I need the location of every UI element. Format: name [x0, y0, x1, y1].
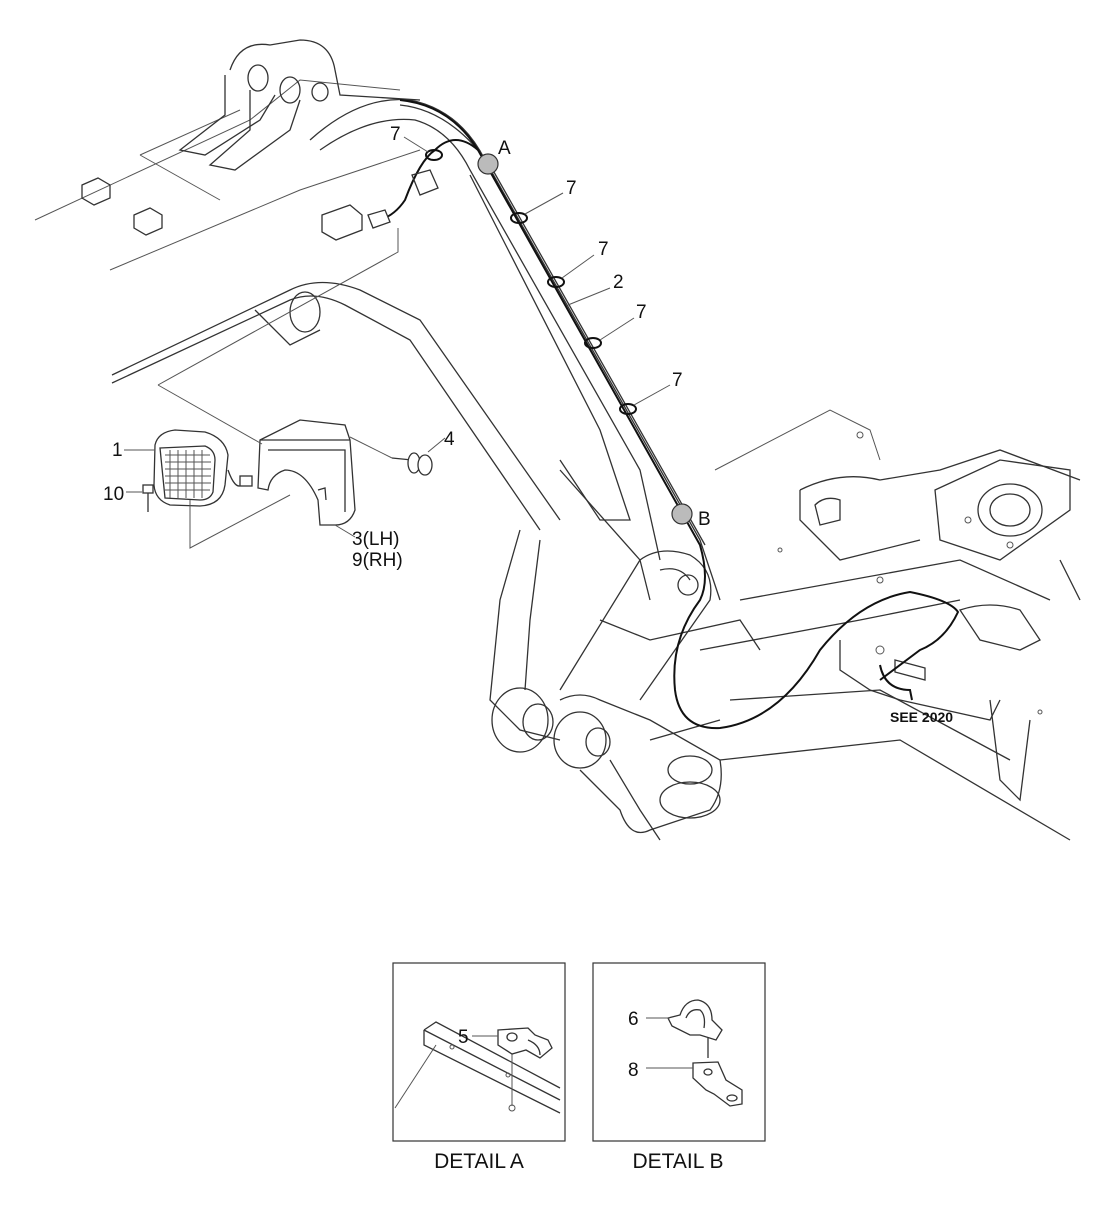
clamp-7e-icon: [619, 403, 637, 415]
light-connector-icon: [239, 475, 253, 487]
callout-8: 8: [628, 1060, 639, 1081]
boom: [309, 98, 721, 601]
detail-a-panel: 5: [392, 962, 566, 1142]
clamp-7a-icon: [425, 149, 443, 161]
callout-2: 2: [613, 272, 624, 293]
detail-a-label: A: [498, 138, 511, 159]
callouts: 1 10 4 3(LH) 9(RH) 7 7 7 2 7 7 A B SEE 2…: [103, 124, 953, 725]
detail-markers: [477, 153, 693, 525]
callout-6: 6: [628, 1009, 639, 1030]
callout-10: 10: [103, 484, 124, 505]
clip-5-icon: [497, 1027, 553, 1059]
bolt-10-icon: [142, 484, 154, 512]
explode-lines: [157, 228, 399, 549]
clamp-7b-icon: [510, 212, 528, 224]
callout-5: 5: [458, 1027, 469, 1048]
boom-clamps: [425, 149, 637, 415]
swing-bracket: [489, 529, 761, 841]
callout-4: 4: [444, 429, 455, 450]
bolt-4-icon: [391, 452, 433, 476]
detail-b-label: B: [698, 509, 711, 530]
callout-7a: 7: [390, 124, 401, 145]
callout-1: 1: [112, 440, 123, 461]
detail-b-marker-icon: [671, 503, 693, 525]
callout-7d: 7: [636, 302, 647, 323]
chassis: [649, 409, 1081, 841]
clamp-7d-icon: [584, 337, 602, 349]
callout-7e: 7: [672, 370, 683, 391]
detail-b-panel: 6 8: [592, 962, 766, 1142]
bracket-8-icon: [692, 1061, 743, 1107]
callout-7b: 7: [566, 178, 577, 199]
reference-note: SEE 2020: [890, 709, 953, 725]
light-guard: [257, 419, 356, 526]
upper-frame: [34, 39, 421, 271]
callout-7c: 7: [598, 239, 609, 260]
clamp-6-icon: [667, 999, 723, 1058]
detail-a-marker-icon: [477, 153, 499, 175]
callout-3-lh: 3(LH): [352, 529, 400, 550]
detail-b-caption: DETAIL B: [632, 1150, 723, 1173]
clamp-7c-icon: [547, 276, 565, 288]
harness-connector: [321, 169, 439, 241]
work-light: [153, 429, 253, 507]
callout-9-rh: 9(RH): [352, 550, 403, 571]
detail-a-caption: DETAIL A: [434, 1150, 524, 1173]
wiring-harness: [379, 99, 960, 730]
